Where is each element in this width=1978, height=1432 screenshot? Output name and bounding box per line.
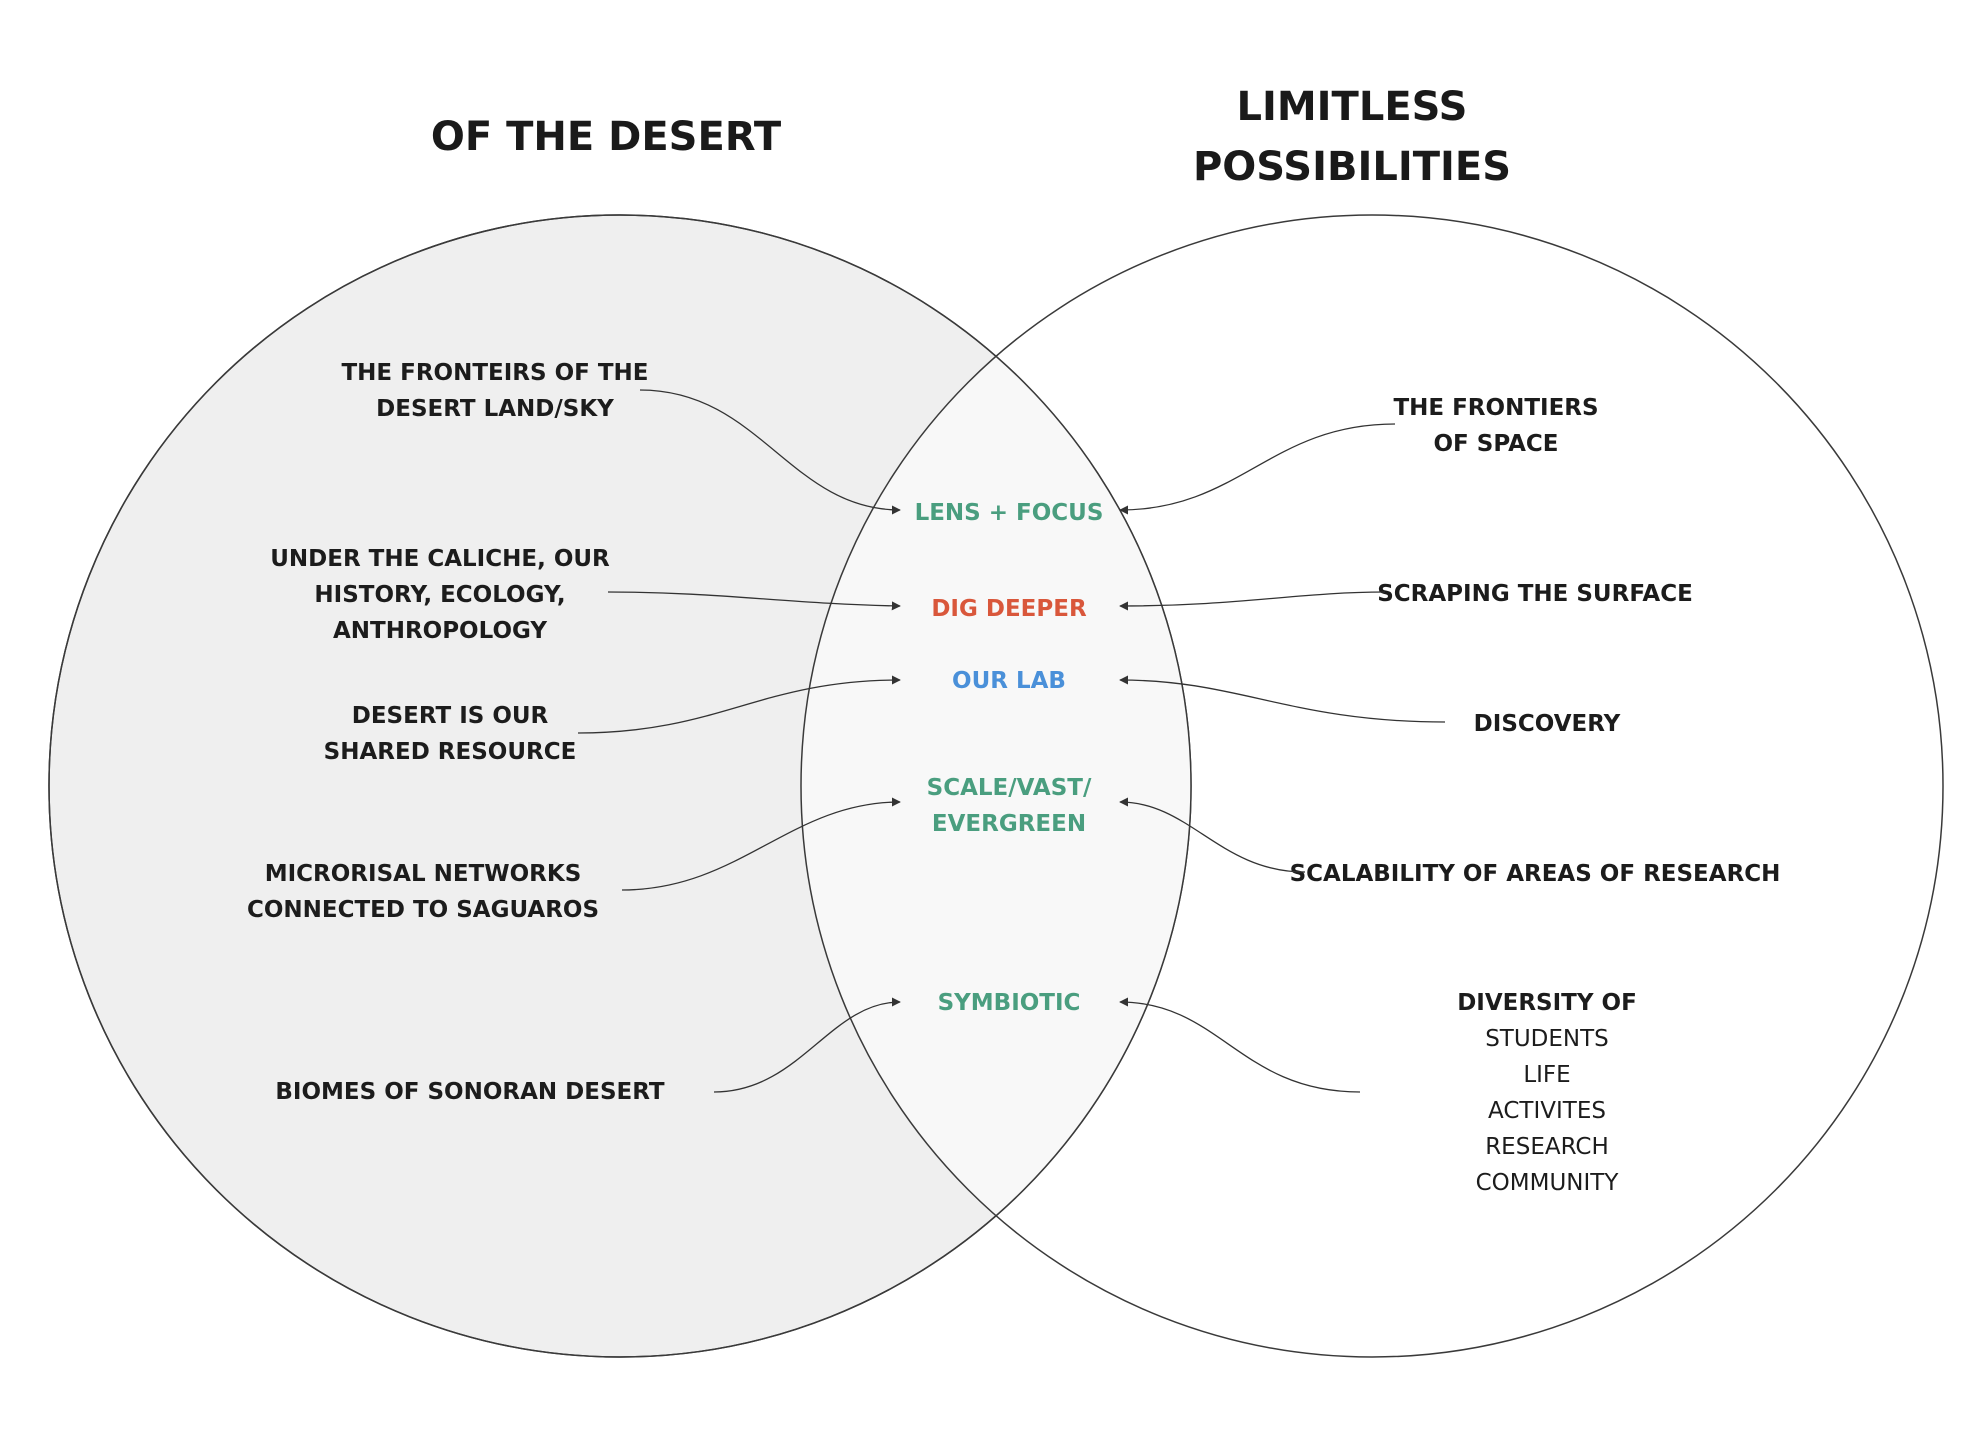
connector-networks-to-scale: [621, 797, 901, 891]
right-heading-line1: LIMITLESS: [1237, 84, 1468, 130]
label-diversity-life: LIFE: [1523, 1062, 1570, 1088]
label-fronteirs-line1: THE FRONTEIRS OF THE: [341, 360, 648, 386]
label-diversity-community: COMMUNITY: [1476, 1170, 1620, 1196]
connector-resource-to-lab: [577, 675, 901, 734]
label-frontiers-space-line1: THE FRONTIERS: [1393, 395, 1598, 421]
center-symbiotic: SYMBIOTIC: [938, 990, 1081, 1016]
label-fronteirs-line2: DESERT LAND/SKY: [376, 396, 614, 422]
center-lens-focus: LENS + FOCUS: [915, 500, 1104, 526]
connector-fronteirs-to-lens: [639, 389, 901, 515]
connector-scraping-to-dig: [1119, 591, 1386, 611]
left-heading: OF THE DESERT: [431, 114, 782, 160]
label-diversity-students: STUDENTS: [1485, 1026, 1609, 1052]
label-caliche-line2: HISTORY, ECOLOGY,: [314, 582, 565, 608]
center-dig-deeper: DIG DEEPER: [931, 596, 1087, 622]
label-resource-line1: DESERT IS OUR: [352, 703, 549, 729]
right-circle: [800, 214, 1944, 1358]
label-diversity-activites: ACTIVITES: [1488, 1098, 1606, 1124]
label-scalability: SCALABILITY OF AREAS OF RESEARCH: [1290, 861, 1781, 887]
connector-diversity-to-symbiotic: [1119, 997, 1361, 1093]
connector-space-to-lens: [1119, 423, 1396, 515]
connector-scalability-to-scale: [1119, 797, 1306, 873]
connector-discovery-to-lab: [1119, 675, 1446, 723]
label-caliche-line1: UNDER THE CALICHE, OUR: [270, 546, 610, 572]
center-scale-line2: EVERGREEN: [932, 811, 1086, 837]
center-our-lab: OUR LAB: [952, 668, 1066, 694]
label-discovery: DISCOVERY: [1474, 711, 1621, 737]
label-frontiers-space-line2: OF SPACE: [1434, 431, 1559, 457]
connector-caliche-to-dig: [607, 591, 901, 611]
label-biomes: BIOMES OF SONORAN DESERT: [275, 1079, 665, 1105]
label-networks-line1: MICRORISAL NETWORKS: [265, 861, 582, 887]
right-heading-line2: POSSIBILITIES: [1193, 144, 1511, 190]
overlap-region: [801, 215, 1191, 1357]
label-networks-line2: CONNECTED TO SAGUAROS: [247, 897, 599, 923]
label-diversity-title: DIVERSITY OF: [1457, 990, 1637, 1016]
label-diversity-research: RESEARCH: [1485, 1134, 1609, 1160]
left-circle-outline: [48, 214, 1192, 1358]
center-scale-line1: SCALE/VAST/: [927, 775, 1092, 801]
connector-biomes-to-symbiotic: [713, 997, 901, 1093]
label-caliche-line3: ANTHROPOLOGY: [333, 618, 547, 644]
label-resource-line2: SHARED RESOURCE: [324, 739, 577, 765]
label-scraping: SCRAPING THE SURFACE: [1377, 581, 1693, 607]
